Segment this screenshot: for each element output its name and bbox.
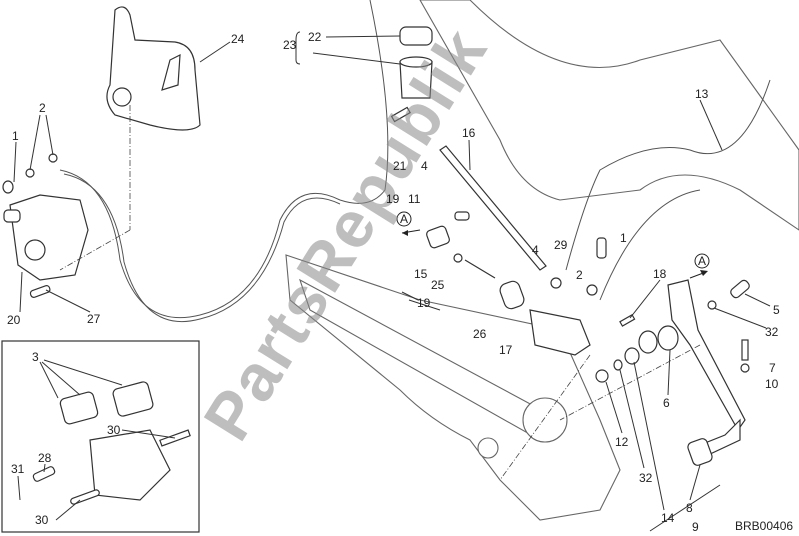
brake-pad-inset [1,340,200,533]
drawing-code: BRB00406 [735,519,793,533]
inset-callout: 3 [32,350,39,364]
callout: 18 [653,267,667,281]
callout: 16 [462,126,476,140]
inset-callout: 31 [11,462,25,476]
callout: 25 [431,278,445,292]
callout: 32 [639,471,653,485]
frame-outline [285,0,799,521]
callout: 10 [765,377,779,391]
inset-leader-lines [17,359,176,521]
callout: 22 [308,30,322,44]
callout: 21 [393,159,407,173]
callout: 19 [386,192,400,206]
inset-callout: 30 [35,513,49,527]
svg-text:A: A [698,254,706,268]
svg-text:A: A [400,212,408,226]
callout: 11 [408,192,421,206]
callout: 15 [414,267,428,281]
callout: 1 [620,231,627,245]
callout: 2 [39,101,46,115]
inset-callout: 28 [38,451,52,465]
callout: 23 [283,38,297,52]
callout: 14 [661,511,675,525]
callout: 13 [695,87,709,101]
callout: 32 [765,325,779,339]
brake-pedal [595,279,750,466]
callout: 24 [231,32,245,46]
callout: 17 [499,343,513,357]
callout: 1 [12,129,19,143]
callout: 8 [686,501,693,515]
callout: 19 [417,296,431,310]
inset-callout: 30 [107,423,121,437]
callout: 20 [7,313,21,327]
callout: 12 [615,435,629,449]
callout: 5 [773,303,780,317]
reference-marker-a-right: A [689,253,710,279]
callout: 6 [663,396,670,410]
brake-fluid-reservoir [390,26,433,123]
reference-marker-a-left: A [396,211,421,236]
brake-caliper [2,153,89,298]
callout: 4 [532,243,539,257]
callout: 4 [421,159,428,173]
leader-lines [13,31,771,532]
callout: 26 [473,327,487,341]
callout: 9 [692,520,699,534]
callout: 7 [769,361,776,375]
callout: 29 [554,238,568,252]
caliper-bracket [106,6,201,131]
callout-labels: 24 23 22 2 1 20 27 21 4 16 13 19 11 15 2… [7,30,793,534]
brake-hoses [59,0,771,323]
callout: 2 [576,268,583,282]
callout: 27 [87,312,101,326]
